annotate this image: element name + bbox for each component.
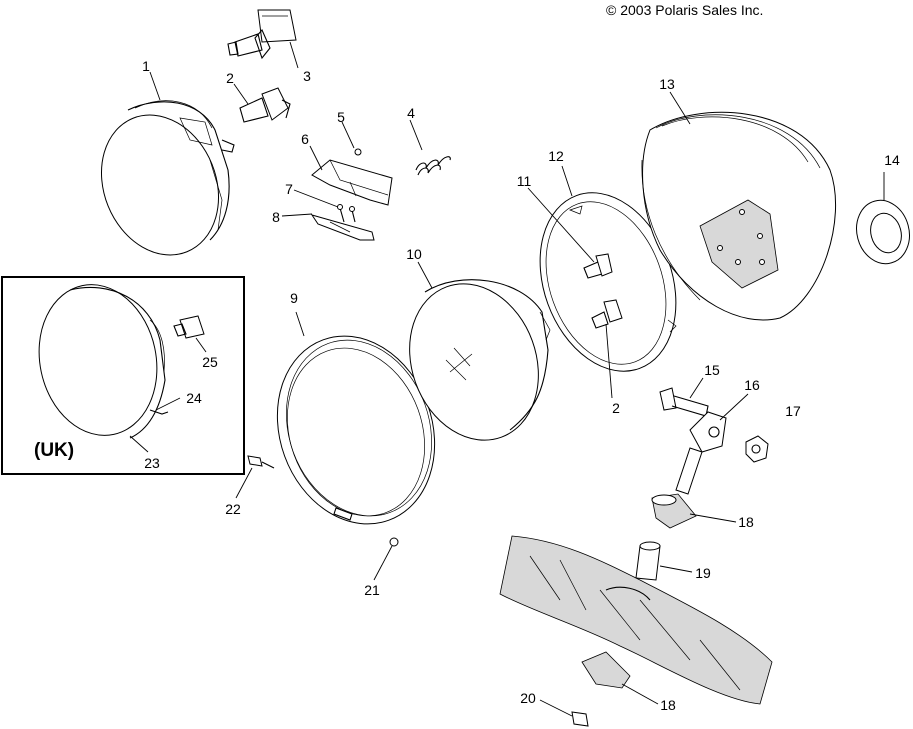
part-13-housing-shell [641,111,837,321]
callout-15: 15 [704,362,720,378]
copyright-notice: © 2003 Polaris Sales Inc. [606,2,764,18]
uk-variant-label: (UK) [34,440,75,461]
part-5-screw [354,148,362,156]
handlebar-pod-cover [499,535,773,705]
callout-10: 10 [406,246,422,262]
callout-9: 9 [290,290,298,306]
part-23-uk-headlamp [38,284,166,439]
callout-1: 1 [142,58,150,74]
part-16-pivot-bracket [675,411,727,495]
part-21-nut [389,537,399,547]
callout-5: 5 [337,109,345,125]
callout-14: 14 [884,152,900,168]
callout-17: 17 [785,403,801,419]
callout-8: 8 [272,209,280,225]
part-15-bolt [659,387,709,417]
callout-25: 25 [202,354,218,370]
callout-2: 2 [226,70,234,86]
callout-16: 16 [744,377,760,393]
callout-22: 22 [225,501,241,517]
part-24-wire [149,409,169,415]
callout-20: 20 [520,690,536,706]
part-18-bushing-lower [581,651,631,689]
callout-13: 13 [659,76,675,92]
part-2-bulb-lower [591,299,623,329]
part-20-bolt [571,711,589,727]
part-8-clip [310,214,375,241]
callout-2-lower: 2 [612,400,620,416]
callout-19: 19 [695,565,711,581]
part-3-bulb [227,9,297,60]
part-10-sealed-beam [409,279,551,441]
part-14-grommet [856,199,910,265]
part-12-mounting-plate [539,192,677,372]
callout-21: 21 [364,582,380,598]
part-2-bulb-upper [239,87,291,123]
uk-variant-inset-box [1,276,245,475]
part-11-bulb [583,253,613,279]
callout-12: 12 [548,148,564,164]
callout-24: 24 [186,390,202,406]
callout-18: 18 [738,514,754,530]
part-7-screws [337,204,356,223]
part-17-nut [745,435,769,463]
part-18-bushing-upper [651,493,697,529]
part-6-bracket [311,159,393,206]
callout-6: 6 [301,131,309,147]
callout-7: 7 [285,181,293,197]
callout-11: 11 [516,173,532,189]
part-1-headlamp-assembly [100,100,235,256]
part-4-spring [415,156,451,176]
part-19-sleeve [635,541,661,581]
callout-4: 4 [407,105,415,121]
part-25-uk-bulb [173,315,205,339]
callout-leader-lines [129,41,885,717]
callout-18-lower: 18 [660,697,676,713]
callout-3: 3 [303,68,311,84]
part-22-screw [247,455,275,469]
callout-23: 23 [144,455,160,471]
